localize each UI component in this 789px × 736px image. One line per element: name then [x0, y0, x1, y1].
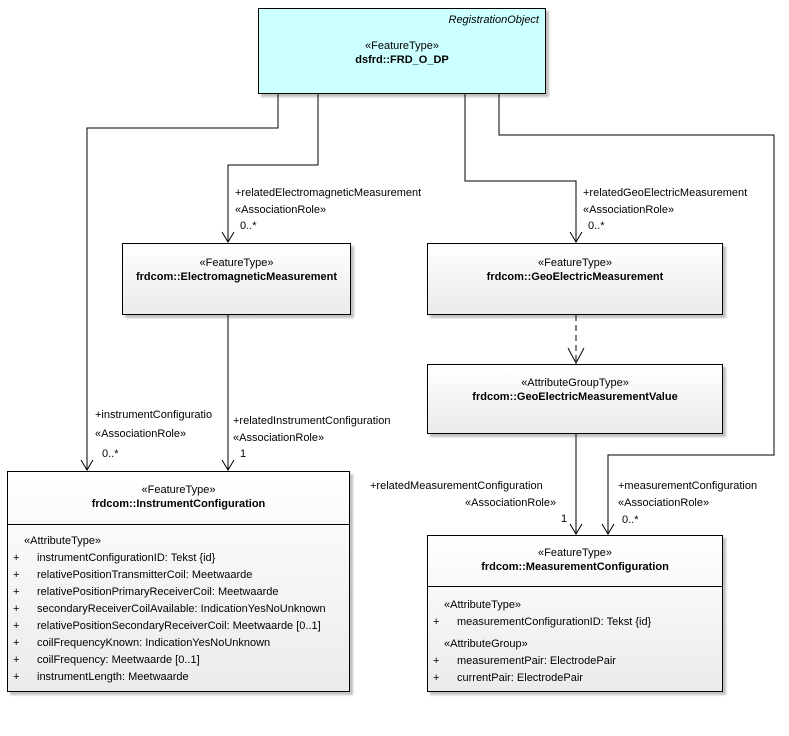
class-name: frdcom::GeoElectricMeasurement: [486, 271, 664, 283]
class-stereotype: «AttributeGroupType»: [521, 377, 629, 389]
class-stereotype: «FeatureType»: [538, 547, 612, 559]
section-stereotype: «AttributeGroup»: [444, 638, 528, 650]
class-measurement-configuration[interactable]: «FeatureType» frdcom::MeasurementConfigu…: [427, 535, 723, 692]
attribute-text: relativePositionPrimaryReceiverCoil: Mee…: [37, 586, 279, 598]
role-label-em: +relatedElectromagneticMeasurement: [235, 187, 422, 199]
attribute-text: coilFrequencyKnown: IndicationYesNoUnkno…: [37, 637, 271, 649]
section-stereotype: «AttributeType»: [24, 535, 102, 547]
role-stereotype-rmc: «AssociationRole»: [465, 497, 557, 509]
attribute-text: coilFrequency: Meetwaarde [0..1]: [37, 654, 200, 666]
arrowhead-ric: [221, 459, 235, 471]
visibility-marker: +: [13, 671, 20, 683]
visibility-marker: +: [13, 654, 20, 666]
role-label-ric: +relatedInstrumentConfiguration: [233, 415, 391, 427]
visibility-marker: +: [13, 552, 20, 564]
multiplicity-ge: 0..*: [588, 220, 605, 232]
class-stereotype: «FeatureType»: [538, 257, 612, 269]
visibility-marker: +: [13, 637, 20, 649]
visibility-marker: +: [13, 569, 20, 581]
class-corner-label: RegistrationObject: [448, 14, 540, 26]
class-stereotype: «FeatureType»: [141, 484, 216, 496]
class-name: dsfrd::FRD_O_DP: [355, 54, 449, 66]
arrowhead-rmc: [569, 523, 583, 535]
role-label-rmc: +relatedMeasurementConfiguration: [370, 480, 543, 492]
class-name: frdcom::GeoElectricMeasurementValue: [472, 391, 678, 403]
attribute-text: relativePositionSecondaryReceiverCoil: M…: [37, 620, 321, 632]
attribute-text: instrumentConfigurationID: Tekst {id}: [37, 552, 216, 564]
attribute-text: measurementPair: ElectrodePair: [457, 655, 616, 667]
arrowhead-ge: [569, 231, 583, 243]
attribute-text: measurementConfigurationID: Tekst {id}: [457, 616, 652, 628]
visibility-marker: +: [433, 616, 440, 628]
role-stereotype-ric: «AssociationRole»: [233, 432, 325, 444]
role-label-ic: +instrumentConfiguratio: [95, 409, 213, 421]
role-stereotype-ic: «AssociationRole»: [95, 428, 187, 440]
visibility-marker: +: [433, 672, 440, 684]
multiplicity-ic: 0..*: [102, 448, 119, 460]
arrowhead-em: [221, 231, 235, 243]
class-geoelectric-measurement-value[interactable]: «AttributeGroupType» frdcom::GeoElectric…: [427, 364, 723, 434]
multiplicity-rmc: 1: [561, 513, 568, 525]
class-name: frdcom::ElectromagneticMeasurement: [135, 271, 338, 283]
multiplicity-mc: 0..*: [622, 514, 639, 526]
visibility-marker: +: [433, 655, 440, 667]
connector-mc[interactable]: [498, 94, 775, 534]
multiplicity-em: 0..*: [240, 220, 257, 232]
class-stereotype: «FeatureType»: [199, 257, 274, 269]
arrowhead-ge-value: [567, 347, 585, 365]
role-stereotype-em: «AssociationRole»: [235, 204, 327, 216]
connector-ic[interactable]: [86, 94, 279, 470]
class-name: frdcom::InstrumentConfiguration: [91, 498, 266, 510]
attribute-text: secondaryReceiverCoilAvailable: Indicati…: [37, 603, 326, 615]
visibility-marker: +: [13, 586, 20, 598]
arrowhead-ic: [80, 459, 94, 471]
class-name: frdcom::MeasurementConfiguration: [481, 561, 669, 573]
role-label-mc: +measurementConfiguration: [618, 480, 758, 492]
attribute-text: instrumentLength: Meetwaarde: [37, 671, 189, 683]
connector-em[interactable]: [227, 94, 319, 242]
connector-ge[interactable]: [464, 94, 577, 242]
multiplicity-ric: 1: [240, 448, 247, 460]
class-geoelectric-measurement[interactable]: «FeatureType» frdcom::GeoElectricMeasure…: [427, 243, 723, 315]
class-electromagnetic-measurement[interactable]: «FeatureType» frdcom::ElectromagneticMea…: [122, 243, 351, 315]
visibility-marker: +: [13, 603, 20, 615]
class-stereotype: «FeatureType»: [365, 40, 439, 52]
role-stereotype-ge: «AssociationRole»: [583, 204, 675, 216]
attribute-text: currentPair: ElectrodePair: [457, 672, 583, 684]
role-stereotype-mc: «AssociationRole»: [618, 497, 710, 509]
class-frd-o-dp[interactable]: RegistrationObject «FeatureType» dsfrd::…: [258, 8, 546, 94]
role-label-ge: +relatedGeoElectricMeasurement: [583, 187, 748, 199]
visibility-marker: +: [13, 620, 20, 632]
class-instrument-configuration[interactable]: «FeatureType» frdcom::InstrumentConfigur…: [7, 471, 350, 692]
attribute-text: relativePositionTransmitterCoil: Meetwaa…: [37, 569, 253, 581]
section-stereotype: «AttributeType»: [444, 599, 522, 611]
attribute-compartment: «AttributeType» + instrumentConfiguration…: [8, 524, 349, 691]
arrowhead-mc: [601, 523, 615, 535]
attribute-compartment: «AttributeType» + measurementConfiguratio…: [428, 586, 722, 691]
